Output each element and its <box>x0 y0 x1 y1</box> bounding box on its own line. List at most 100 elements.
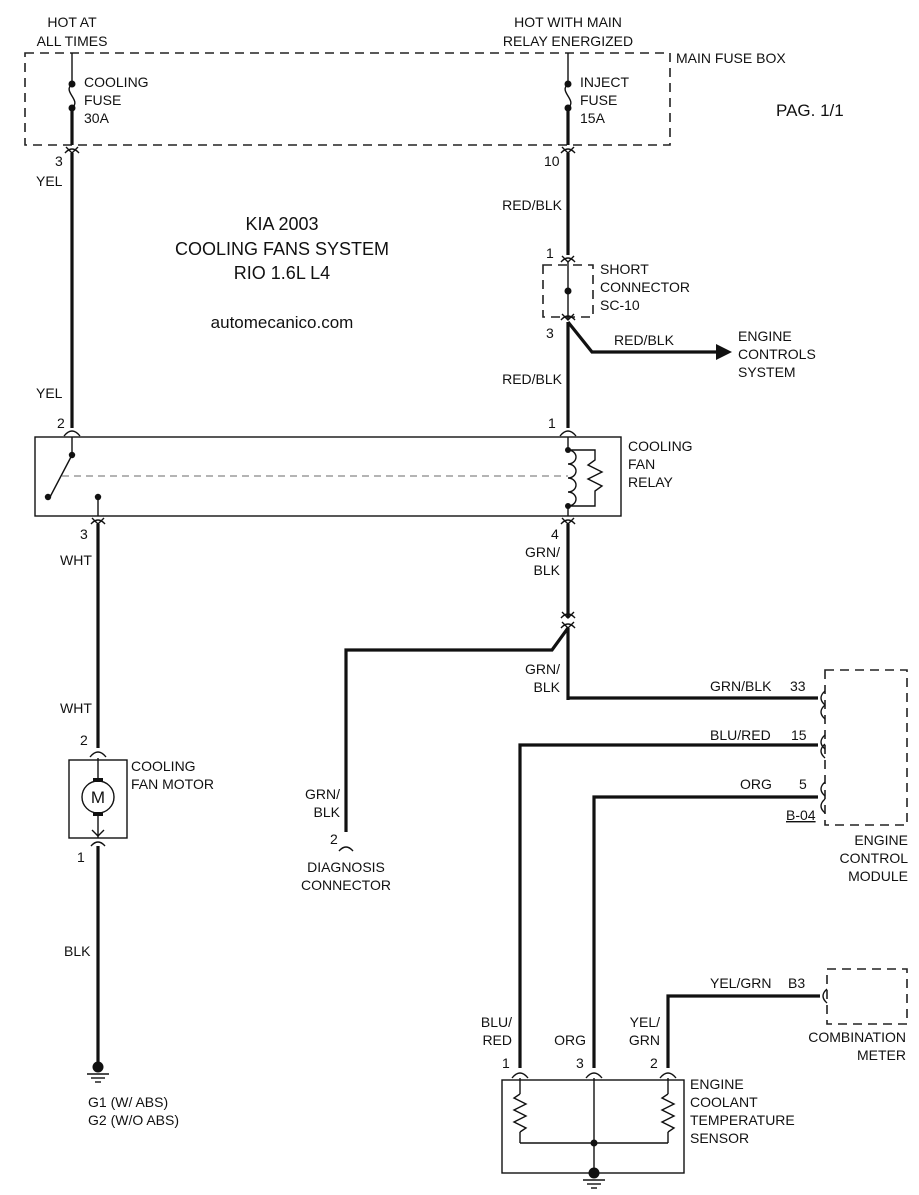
ect-sensor-label-1: ENGINE <box>690 1076 744 1092</box>
combination-meter-outline <box>826 968 908 1025</box>
wire-org-ecm-label: ORG <box>740 776 772 792</box>
splice-connector <box>560 611 576 629</box>
cooling-fuse-label-3: 30A <box>84 110 110 126</box>
wire-red-blk-2-label: RED/BLK <box>502 371 563 387</box>
hot-with-main-relay-line1: HOT WITH MAIN <box>514 14 622 30</box>
pin-motor-2: 2 <box>80 732 88 748</box>
cooling-fan-motor <box>81 758 115 838</box>
pin-sensor-1: 1 <box>502 1055 510 1071</box>
wire-yel-grn <box>666 994 820 1068</box>
ground-g2-label: G2 (W/O ABS) <box>88 1112 179 1128</box>
ect-sensor-internals <box>511 1072 677 1189</box>
hot-at-all-times-line1: HOT AT <box>47 14 97 30</box>
arrow-engine-controls <box>716 344 732 360</box>
pin-ecm-15: 15 <box>791 727 807 743</box>
wire-yel-grn-sensor-label-1: YEL/ <box>630 1014 660 1030</box>
relay-switch <box>44 437 102 516</box>
wire-yel-mid: YEL <box>36 385 63 401</box>
engine-controls-label-2: CONTROLS <box>738 346 816 362</box>
connector-relay-3 <box>90 517 106 525</box>
pin-diag-2: 2 <box>330 831 338 847</box>
relay-coil <box>565 437 604 516</box>
wire-blu-red-ecm-label: BLU/RED <box>710 727 771 743</box>
wire-grn-blk-split-label-2: BLK <box>534 679 561 695</box>
pin-ecm-5: 5 <box>799 776 807 792</box>
engine-controls-label-3: SYSTEM <box>738 364 796 380</box>
wire-yel-grn-meter-label: YEL/GRN <box>710 975 771 991</box>
wire-wht-label-1: WHT <box>60 552 92 568</box>
cooling-fuse-label-1: COOLING <box>84 74 149 90</box>
wire-red-blk-branch <box>566 321 718 354</box>
inject-fuse-label-2: FUSE <box>580 92 617 108</box>
connector-inject-fuse-out <box>560 146 576 154</box>
pin-inject-fuse-out: 10 <box>544 153 560 169</box>
title-line1: KIA 2003 <box>245 214 318 234</box>
wire-blu-red-sensor-label-2: RED <box>482 1032 512 1048</box>
main-fuse-box-outline <box>24 52 671 146</box>
connector-cooling-fuse-out <box>64 146 80 154</box>
page-label: PAG. 1/1 <box>776 101 844 120</box>
main-fuse-box-label: MAIN FUSE BOX <box>676 50 786 66</box>
ecm-label-3: MODULE <box>848 868 908 884</box>
wire-yel-grn-sensor-label-2: GRN <box>629 1032 660 1048</box>
cooling-fuse-label-2: FUSE <box>84 92 121 108</box>
ground-g1-label: G1 (W/ ABS) <box>88 1094 168 1110</box>
pin-sensor-2: 2 <box>650 1055 658 1071</box>
wire-org-sensor-label: ORG <box>554 1032 586 1048</box>
pin-ecm-33: 33 <box>790 678 806 694</box>
short-connector <box>560 255 576 321</box>
ecm-label-1: ENGINE <box>854 832 908 848</box>
diagnosis-label-2: CONNECTOR <box>301 877 391 893</box>
pin-relay-3: 3 <box>80 526 88 542</box>
connector-relay-1 <box>559 430 577 437</box>
cooling-fan-relay-box <box>34 436 622 517</box>
inject-fuse-label-3: 15A <box>580 110 606 126</box>
wire-grn-blk-relay-label-2: BLK <box>534 562 561 578</box>
pin-relay-1: 1 <box>548 415 556 431</box>
wire-yel-top: YEL <box>36 173 63 189</box>
pin-relay-4: 4 <box>551 526 559 542</box>
pin-motor-1: 1 <box>77 849 85 865</box>
wire-grn-blk-diag-label-2: BLK <box>314 804 341 820</box>
connector-motor-2 <box>89 751 107 758</box>
pin-sensor-3: 3 <box>576 1055 584 1071</box>
connector-motor-1 <box>90 841 106 847</box>
ect-sensor-label-3: TEMPERATURE <box>690 1112 795 1128</box>
hot-with-main-relay-line2: RELAY ENERGIZED <box>503 33 633 49</box>
wire-grn-blk-ecm-label: GRN/BLK <box>710 678 772 694</box>
pin-sc-out: 3 <box>546 325 554 341</box>
relay-label-1: COOLING <box>628 438 693 454</box>
meter-connector <box>822 988 828 1004</box>
short-connector-label-2: CONNECTOR <box>600 279 690 295</box>
meter-label-1: COMBINATION <box>808 1029 906 1045</box>
wire-blk-label: BLK <box>64 943 91 959</box>
connector-relay-4 <box>560 517 576 525</box>
diagnosis-label-1: DIAGNOSIS <box>307 859 385 875</box>
inject-fuse <box>564 53 572 145</box>
relay-label-3: RELAY <box>628 474 674 490</box>
wire-org <box>592 795 818 1068</box>
inject-fuse-label-1: INJECT <box>580 74 629 90</box>
relay-label-2: FAN <box>628 456 655 472</box>
ecm-connector-id: B-04 <box>786 807 816 823</box>
engine-controls-label-1: ENGINE <box>738 328 792 344</box>
motor-symbol: M <box>91 788 105 807</box>
pin-sc-in: 1 <box>546 245 554 261</box>
motor-label-1: COOLING <box>131 758 196 774</box>
short-connector-label-1: SHORT <box>600 261 649 277</box>
pin-cooling-fuse-out: 3 <box>55 153 63 169</box>
wire-grn-blk-diag-label-1: GRN/ <box>305 786 340 802</box>
hot-at-all-times-line2: ALL TIMES <box>37 33 108 49</box>
diagnosis-connector <box>338 846 354 852</box>
ecm-pin-connectors <box>820 690 826 814</box>
motor-label-2: FAN MOTOR <box>131 776 214 792</box>
engine-control-module-outline <box>824 669 908 826</box>
connector-relay-2 <box>63 430 81 437</box>
short-connector-label-3: SC-10 <box>600 297 640 313</box>
wire-red-blk-branch-label: RED/BLK <box>614 332 675 348</box>
ect-sensor-label-2: COOLANT <box>690 1094 758 1110</box>
wire-blu-red-sensor-label-1: BLU/ <box>481 1014 512 1030</box>
meter-label-2: METER <box>857 1047 906 1063</box>
wire-grn-blk-diag <box>344 627 570 832</box>
